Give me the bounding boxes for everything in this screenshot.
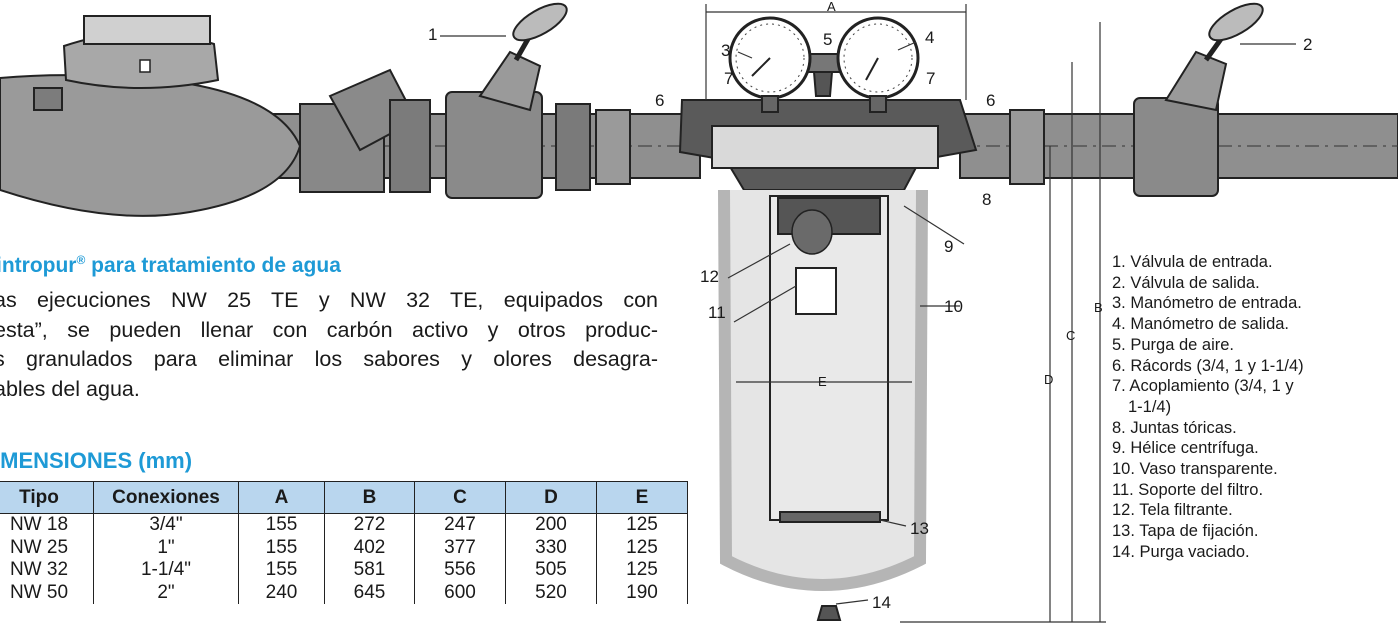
inlet-valve — [445, 2, 568, 199]
legend-item: 9. Hélice centrífuga. — [1112, 439, 1259, 458]
paragraph-line: s granulados para eliminar los sabores y… — [0, 347, 658, 371]
cell: 377 — [414, 536, 506, 559]
table-row: NW 50 2" 240 645 600 520 190 — [0, 581, 688, 604]
cell: 402 — [324, 536, 415, 559]
cell: 1" — [93, 536, 239, 559]
callout-8: 8 — [982, 190, 991, 209]
cell: 247 — [414, 513, 506, 537]
cell: 581 — [324, 559, 415, 582]
cell: 155 — [238, 559, 325, 582]
legend-item: 1. Válvula de entrada. — [1112, 253, 1273, 271]
table-row: NW 25 1" 155 402 377 330 125 — [0, 536, 688, 559]
dim-label-a: A — [827, 0, 836, 14]
callout-2: 2 — [1303, 35, 1312, 54]
table-header-row: Tipo Conexiones A B C D E — [0, 481, 688, 514]
cell: 125 — [596, 536, 688, 559]
dim-label-d: D — [1044, 372, 1053, 387]
dimension-lines — [705, 4, 1106, 623]
header-b: B — [324, 481, 415, 514]
cell: 190 — [596, 581, 688, 604]
callout-14: 14 — [872, 593, 891, 612]
cell: 1-1/4" — [93, 559, 239, 582]
cell: NW 18 — [0, 513, 94, 537]
dim-label-c: C — [1066, 328, 1075, 343]
header-a: A — [238, 481, 325, 514]
paragraph-line: ables del agua. — [0, 376, 140, 401]
registered-mark: ® — [76, 253, 86, 267]
legend-item: 13. Tapa de fijación. — [1112, 522, 1259, 541]
legend-item: 10. Vaso transparente. — [1112, 460, 1278, 479]
parts-legend: 1. Válvula de entrada. 2. Válvula de sal… — [1112, 252, 1304, 563]
description-paragraph: as ejecuciones NW 25 TE y NW 32 TE, equi… — [0, 286, 658, 404]
cell: NW 25 — [0, 536, 94, 559]
cell: 125 — [596, 559, 688, 582]
legend-item: 5. Purga de aire. — [1112, 335, 1234, 354]
legend-item: 14. Purga vaciado. — [1112, 542, 1250, 561]
section-heading: intropur® para tratamiento de agua — [0, 253, 341, 278]
heading-rest: para tratamiento de agua — [85, 254, 341, 277]
cell: 330 — [505, 536, 597, 559]
callout-7-left: 7 — [724, 69, 733, 88]
cell: 155 — [238, 536, 325, 559]
cell: 520 — [505, 581, 597, 604]
legend-item: 12. Tela filtrante. — [1112, 501, 1233, 520]
filter-head — [678, 53, 978, 191]
callout-5: 5 — [823, 30, 832, 49]
legend-item: 11. Soporte del filtro. — [1112, 480, 1264, 499]
header-d: D — [505, 481, 597, 514]
header-c: C — [414, 481, 506, 514]
cell: 200 — [505, 513, 597, 537]
transparent-bowl — [718, 189, 928, 621]
callout-1: 1 — [428, 25, 437, 44]
outlet-pressure-gauge — [836, 16, 920, 113]
legend-item: 7. Acoplamiento (3/4, 1 y — [1112, 377, 1294, 396]
callout-13: 13 — [910, 519, 929, 538]
cell: 505 — [505, 559, 597, 582]
cell: 272 — [324, 513, 415, 537]
callout-10: 10 — [944, 297, 963, 316]
header-conexiones: Conexiones — [93, 481, 239, 514]
legend-item: 8. Juntas tóricas. — [1112, 418, 1237, 437]
paragraph-line: as ejecuciones NW 25 TE y NW 32 TE, equi… — [0, 288, 658, 312]
callout-6-right: 6 — [986, 91, 995, 110]
paragraph-line: esta”, se pueden llenar con carbón activ… — [0, 317, 658, 342]
cell: 240 — [238, 581, 325, 604]
legend-item: 4. Manómetro de salida. — [1112, 315, 1290, 334]
callout-6-left: 6 — [655, 91, 664, 110]
header-tipo: Tipo — [0, 481, 94, 514]
cell: 155 — [238, 513, 325, 537]
table-row: NW 32 1-1/4" 155 581 556 505 125 — [0, 559, 688, 582]
callout-4: 4 — [925, 28, 934, 47]
inlet-pressure-gauge — [728, 16, 812, 113]
heading-brand: intropur — [0, 254, 77, 277]
cell: NW 50 — [0, 581, 94, 604]
legend-item: 6. Rácords (3/4, 1 y 1-1/4) — [1112, 356, 1304, 375]
table-row: NW 18 3/4" 155 272 247 200 125 — [0, 513, 688, 537]
legend-item: 3. Manómetro de entrada. — [1112, 294, 1302, 313]
cell: 125 — [596, 513, 688, 537]
cell: 556 — [414, 559, 506, 582]
dim-label-e: E — [818, 374, 827, 389]
cell: 645 — [324, 581, 415, 604]
cell: 600 — [414, 581, 506, 604]
callout-9: 9 — [944, 237, 953, 256]
callout-7-right: 7 — [926, 69, 935, 88]
cell: 3/4" — [93, 513, 239, 537]
header-e: E — [596, 481, 688, 514]
dimensions-table: Tipo Conexiones A B C D E NW 18 3/4" 155… — [0, 481, 688, 604]
callout-11: 11 — [708, 303, 726, 322]
callout-12: 12 — [700, 267, 719, 286]
strainer — [299, 68, 431, 193]
dimensions-title: IMENSIONES (mm) — [0, 448, 193, 473]
cell: NW 32 — [0, 559, 94, 582]
callout-3: 3 — [721, 41, 730, 60]
leader-lines — [440, 35, 1296, 605]
legend-item: 2. Válvula de salida. — [1112, 273, 1260, 292]
legend-item-continued: 1-1/4) — [1128, 397, 1172, 416]
cell: 2" — [93, 581, 239, 604]
outlet-valve — [1133, 2, 1264, 197]
dim-label-b: B — [1094, 300, 1103, 315]
